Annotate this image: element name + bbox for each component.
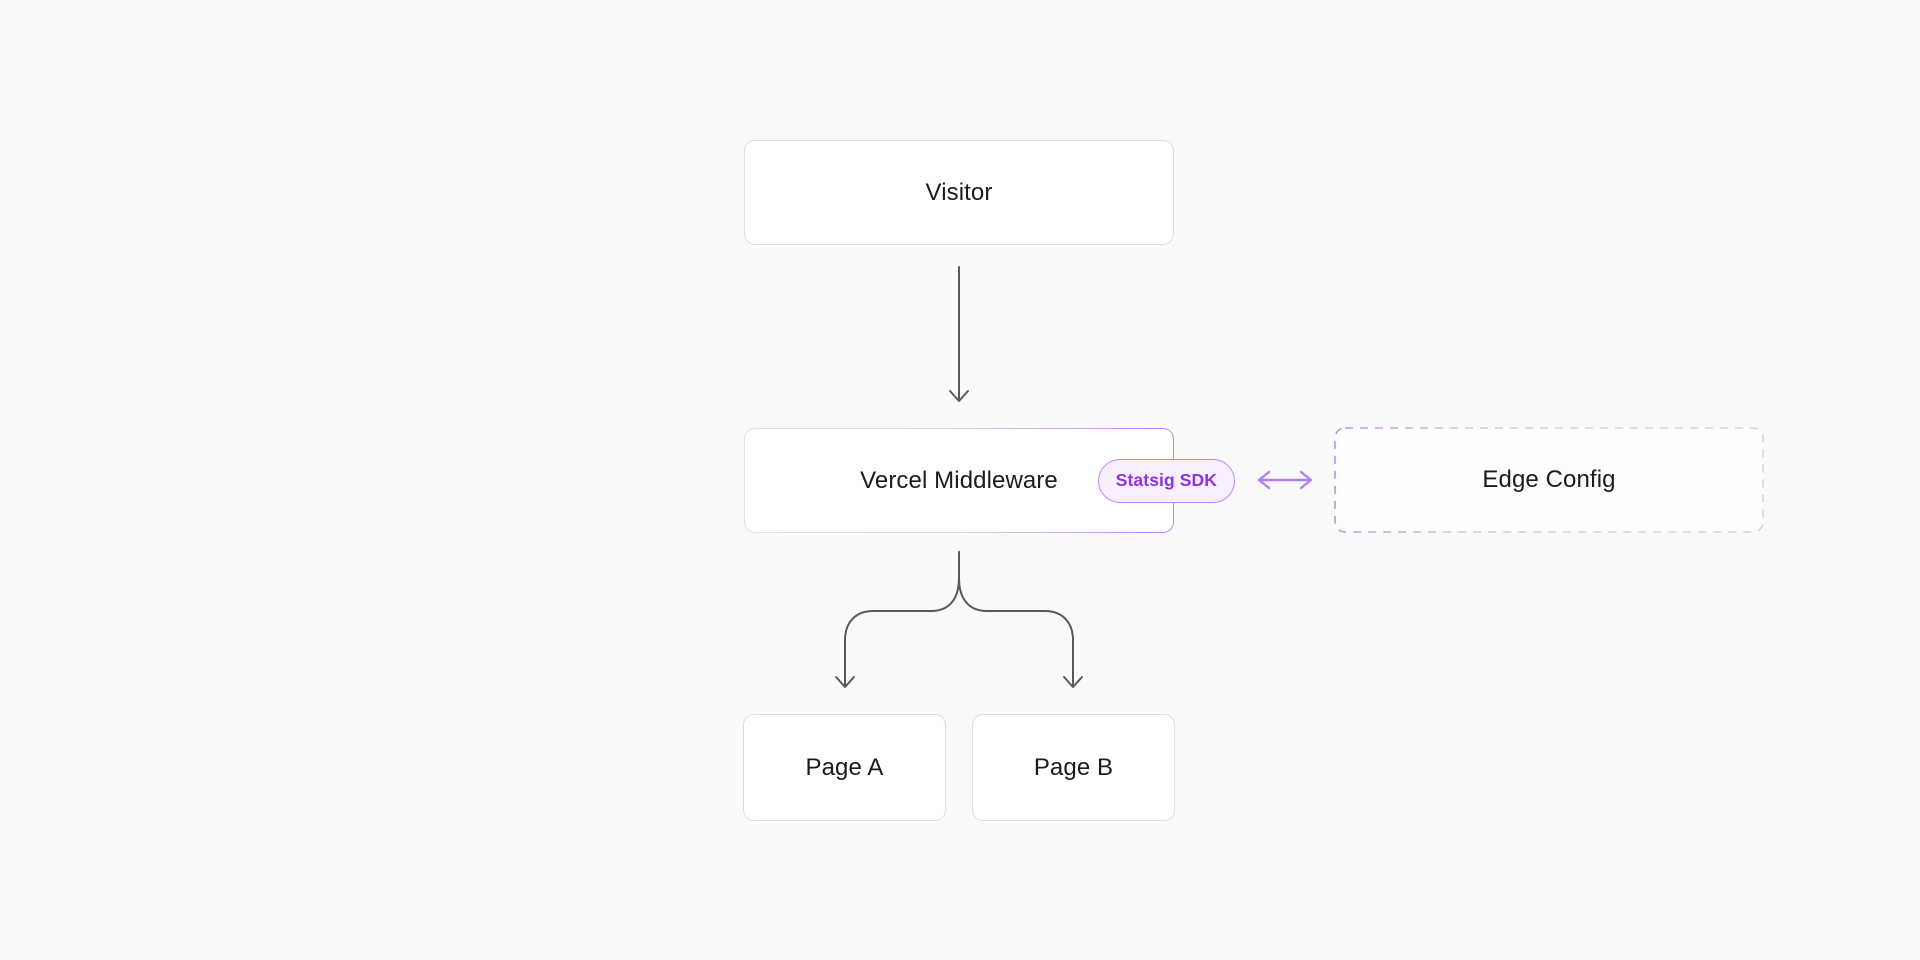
node-vercel-middleware: Vercel Middleware Statsig SDK — [744, 428, 1235, 533]
node-vercel-middleware-label: Vercel Middleware — [860, 466, 1058, 494]
node-page-a-label: Page A — [805, 753, 884, 781]
statsig-sdk-badge: Statsig SDK — [1097, 458, 1235, 503]
node-page-b-label: Page B — [1033, 753, 1114, 781]
branch-to-page-a-arrow — [844, 551, 960, 687]
node-edge-config-label: Edge Config — [1482, 466, 1616, 493]
node-visitor: Visitor — [744, 140, 1174, 245]
edge-config-dashed-border — [1334, 427, 1764, 533]
middleware-to-edge-config-arrow — [1257, 470, 1313, 490]
branch-to-page-a-arrowhead — [835, 676, 855, 688]
node-visitor-label: Visitor — [925, 178, 993, 206]
branch-to-page-b-arrow — [958, 551, 1074, 687]
middleware-branch-arrows — [835, 551, 1083, 688]
visitor-to-middleware-arrow — [949, 266, 969, 402]
node-page-b: Page B — [972, 714, 1175, 821]
node-edge-config: Edge Config — [1334, 427, 1764, 533]
branch-to-page-b-arrowhead — [1063, 676, 1083, 688]
node-page-a: Page A — [743, 714, 946, 821]
statsig-sdk-badge-label: Statsig SDK — [1115, 470, 1217, 490]
